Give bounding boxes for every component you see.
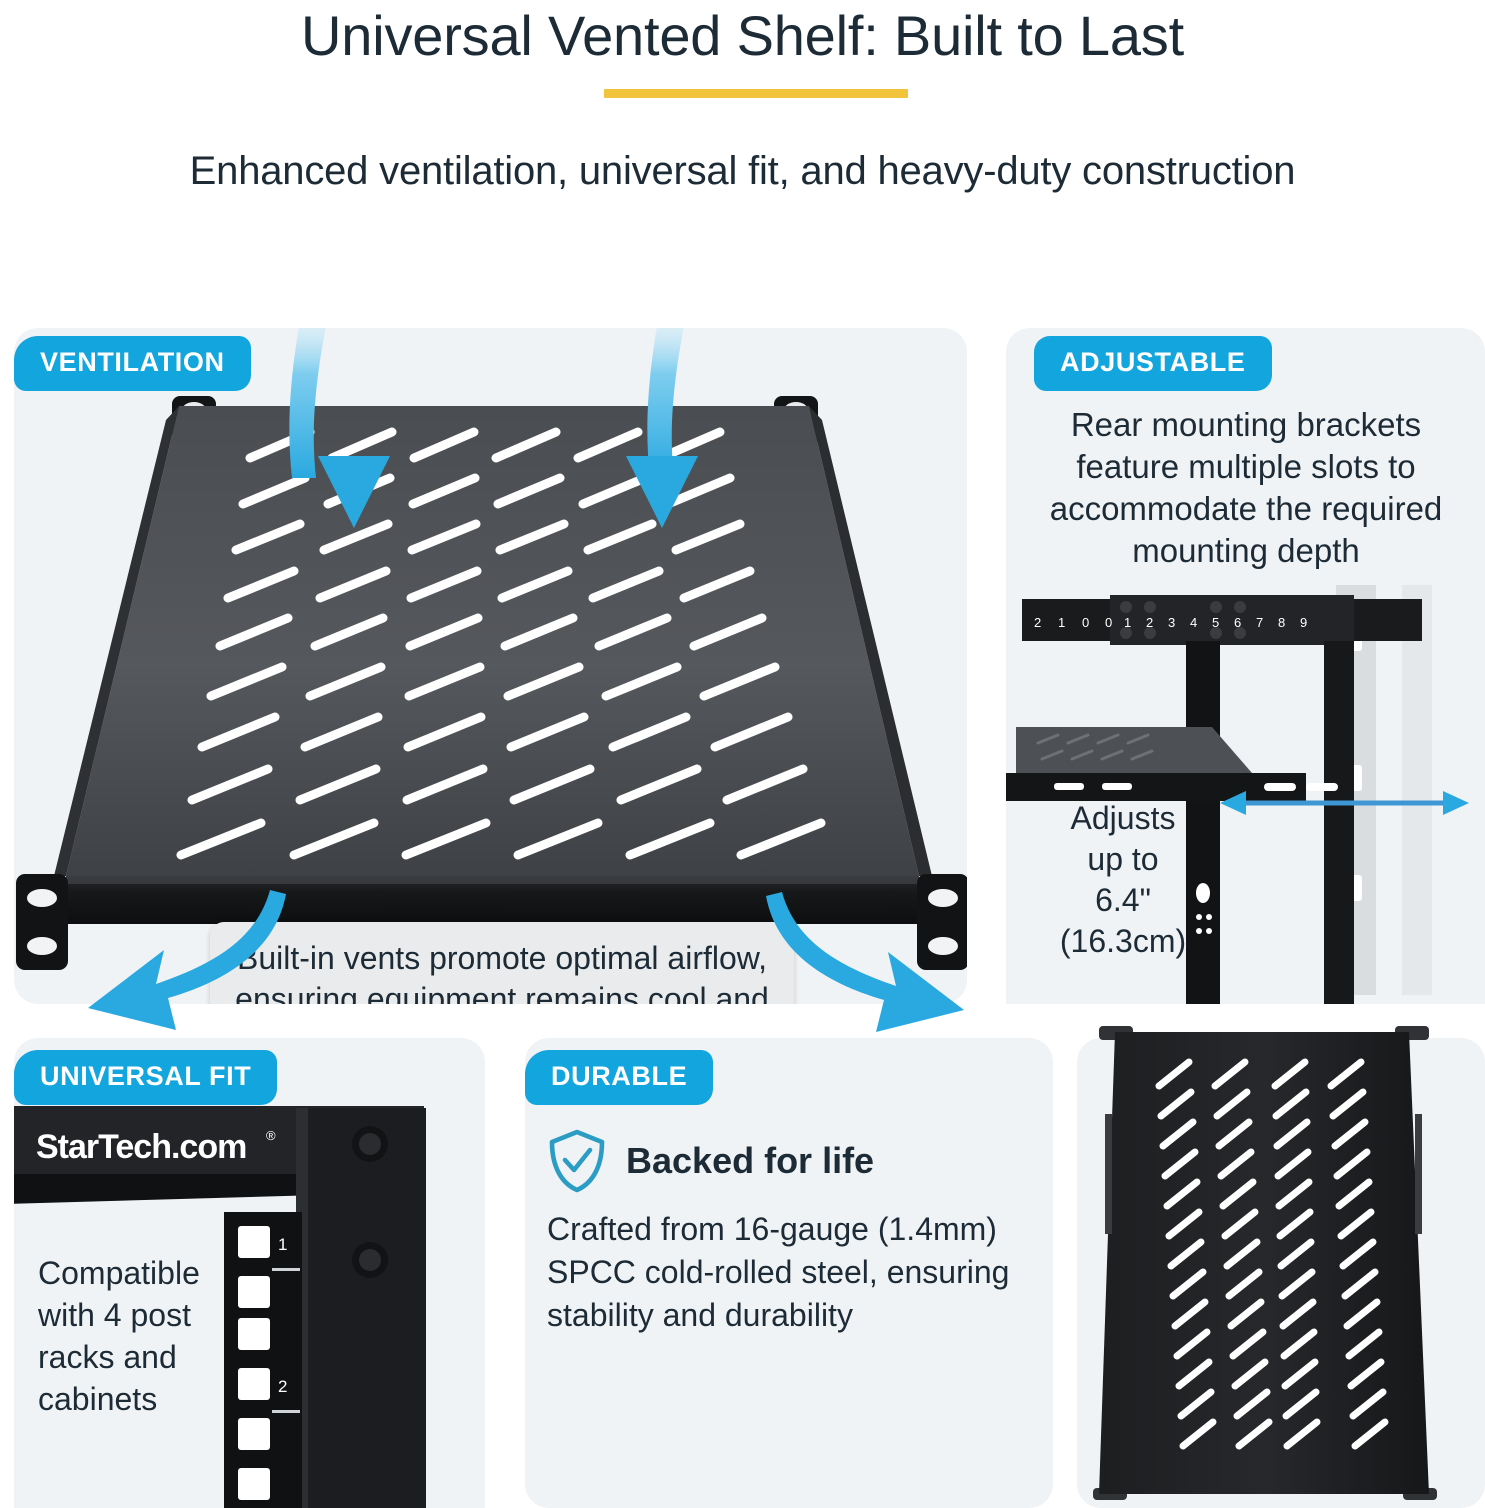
shelf-topdown-deck [1099,1032,1429,1494]
panel-durable [525,1038,1053,1508]
badge-universal-fit[interactable]: UNIVERSAL FIT [14,1050,278,1105]
title-divider [604,89,908,98]
shield-check-icon [549,1129,605,1193]
badge-ventilation[interactable]: VENTILATION [14,336,251,391]
measure-line-4: (16.3cm) [1059,923,1187,959]
svg-text:2: 2 [278,1377,287,1396]
vented-shelf-illustration [16,396,967,970]
front-mount-ear-right [917,874,967,970]
svg-text:2: 2 [1146,615,1153,630]
durable-heading-row: Backed for life [546,1128,1016,1194]
svg-text:8: 8 [1278,615,1285,630]
svg-text:3: 3 [1168,615,1175,630]
arrow-to-durable-icon [766,892,964,1032]
vent-slot-group [176,427,826,860]
adjustable-body-text: Rear mounting brackets feature multiple … [1049,406,1443,569]
front-mount-ear-left [16,874,68,970]
startech-brand-text: StarTech.com [36,1128,246,1166]
arrow-to-universal-fit-icon [88,890,286,1030]
rack-unit-numbers: 1 2 [278,1235,287,1396]
universal-fit-body-text: Compatible with 4 post racks and cabinet… [38,1255,200,1417]
svg-text:5: 5 [1212,615,1219,630]
rack-post-rear [1324,641,1354,1004]
svg-text:4: 4 [1190,615,1197,630]
svg-text:0: 0 [1082,615,1089,630]
measure-line-1: Adjusts [1070,800,1176,836]
adjustable-measurement: Adjusts up to 6.4" (16.3cm) [1034,798,1212,962]
universal-fit-rack-photo: StarTech.com ® 1 [14,1100,485,1508]
svg-text:0: 0 [1105,615,1112,630]
svg-text:9: 9 [1300,615,1307,630]
durable-body-text: Crafted from 16-gauge (1.4mm) SPCC cold-… [547,1211,1010,1333]
badge-adjustable[interactable]: ADJUSTABLE [1034,336,1272,391]
rack-post-front [1186,641,1220,1004]
durable-heading: Backed for life [626,1140,875,1181]
svg-text:1: 1 [1058,615,1065,630]
shelf-deck [66,406,919,876]
svg-text:1: 1 [1124,615,1131,630]
badge-durable[interactable]: DURABLE [525,1050,714,1105]
svg-text:2: 2 [1034,615,1041,630]
rack-bolt-group [352,1126,388,1278]
svg-text:6: 6 [1234,615,1241,630]
page-subtitle: Enhanced ventilation, universal fit, and… [189,149,1296,193]
rack-right-post [296,1108,426,1508]
mounted-shelf-deck [1016,727,1252,773]
shelf-topdown-vent-slots [1155,1058,1389,1450]
rack-hole-strip [224,1212,302,1508]
registered-mark: ® [266,1128,276,1143]
shelf-topdown-photo [1077,1026,1485,1500]
measure-line-2: up to [1087,841,1159,877]
shelf-support-bracket [1006,773,1306,801]
svg-text:7: 7 [1256,615,1263,630]
measure-line-3: 6.4" [1095,882,1151,918]
svg-text:1: 1 [278,1235,287,1254]
panel-ventilation: Built-in vents promote optimal airflow, … [14,328,967,1004]
ventilation-callout: Built-in vents promote optimal airflow, … [210,922,794,1004]
adjust-range-arrow-icon [1220,791,1469,815]
page-title: Universal Vented Shelf: Built to Last [301,4,1184,67]
